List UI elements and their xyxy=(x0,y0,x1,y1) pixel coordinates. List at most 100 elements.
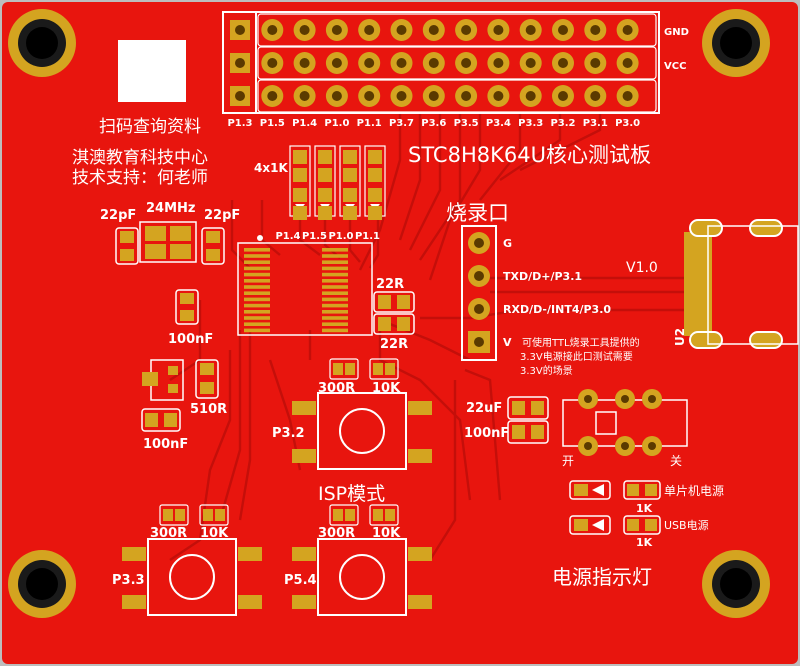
mcu-pin xyxy=(322,303,348,308)
button-pad xyxy=(292,595,316,609)
rarray-pad xyxy=(318,206,332,220)
b1-r1-label: 300R xyxy=(150,526,187,541)
header-drill xyxy=(331,58,342,68)
port-note-2: 3.3V电源接此口测试需要 xyxy=(520,350,633,363)
rarray-pin-label: P1.1 xyxy=(355,231,380,242)
button-cap xyxy=(339,408,385,454)
header-drill xyxy=(299,25,310,35)
header-pin-label: P3.1 xyxy=(583,118,608,129)
button-p54[interactable] xyxy=(292,504,432,616)
led-usb-label: USB电源 xyxy=(664,518,709,532)
rarray-pad xyxy=(293,188,307,202)
button-pad xyxy=(408,449,432,463)
cap-left-label: 22pF xyxy=(100,208,136,223)
board-title: STC8H8K64U核心测试板 xyxy=(408,143,651,167)
header-drill xyxy=(558,91,568,101)
button-p33[interactable] xyxy=(122,504,262,616)
button-isp[interactable] xyxy=(292,358,432,470)
mcu-pin xyxy=(244,266,270,271)
button-r1-pad xyxy=(163,509,173,521)
rarray-pin-label: P1.5 xyxy=(302,231,327,242)
button-r2-pad xyxy=(203,509,213,521)
rarray-pad xyxy=(368,150,382,164)
button-r1-outline xyxy=(159,504,189,526)
header-drill xyxy=(558,25,568,35)
rarray-pin-label: P1.0 xyxy=(328,231,353,242)
rarray-pad xyxy=(368,188,382,202)
button-r1-pad xyxy=(333,363,343,375)
mcu-pin xyxy=(322,254,348,258)
usb-connector xyxy=(684,219,799,349)
led-mcu-res-label: 1K xyxy=(636,502,653,515)
mcu-chip xyxy=(237,235,373,336)
led-title: 电源指示灯 xyxy=(552,565,652,589)
resistor-22r-a-label: 22R xyxy=(376,277,404,292)
header-drill xyxy=(461,58,472,68)
regulator xyxy=(142,359,184,401)
mcu-pin xyxy=(244,310,270,314)
rarray-pad xyxy=(368,168,382,182)
isp-button-label: P3.2 xyxy=(272,426,305,441)
led-usb-res-label: 1K xyxy=(636,536,653,549)
cap-100nf-2-label: 100nF xyxy=(143,437,188,452)
header-drill xyxy=(558,58,568,68)
rarray-pad xyxy=(343,150,357,164)
button-r1-pad xyxy=(333,509,343,521)
port-note-3: 3.3V的场景 xyxy=(520,364,573,377)
mcu-pin xyxy=(244,248,270,252)
cap-22uf-label: 22uF xyxy=(466,401,502,416)
button-r2-outline xyxy=(199,504,229,526)
traces xyxy=(169,112,690,561)
rarray-pad xyxy=(293,150,307,164)
header-drill xyxy=(622,91,633,101)
resistor-510r xyxy=(195,359,219,399)
board-version: V1.0 xyxy=(626,260,658,276)
resistor-510r-label: 510R xyxy=(190,402,227,417)
resistor-array-label: 4x1K xyxy=(254,161,288,175)
crystal-label: 24MHz xyxy=(146,201,195,216)
header-drill xyxy=(267,58,278,68)
rarray-pad xyxy=(343,206,357,220)
header-row-gnd: GND xyxy=(664,27,689,38)
port-note-1: 可使用TTL烧录工具提供的 xyxy=(522,336,640,349)
rarray-pad xyxy=(318,168,332,182)
header-drill xyxy=(590,91,601,101)
header-drill xyxy=(428,58,439,68)
rarray-pad xyxy=(343,188,357,202)
header-drill xyxy=(396,25,407,35)
rarray-pad xyxy=(368,206,382,220)
header-drill xyxy=(525,91,536,101)
program-port-header xyxy=(461,225,497,361)
header-drill xyxy=(590,58,601,68)
header-pin-label: P1.1 xyxy=(357,118,382,129)
b2-button-label: P5.4 xyxy=(284,573,317,588)
mcu-pin xyxy=(244,297,270,302)
resistor-22r-a xyxy=(373,291,415,313)
led-usb-resistor xyxy=(623,515,661,535)
cap-100nf-1-label: 100nF xyxy=(168,332,213,347)
rarray-pad xyxy=(318,188,332,202)
header-drill xyxy=(622,58,633,68)
button-r1-outline xyxy=(329,358,359,380)
mcu-pin xyxy=(244,328,270,333)
cap-left xyxy=(115,227,139,265)
mcu-pin xyxy=(322,266,348,271)
mcu-pin xyxy=(322,310,348,314)
header-drill xyxy=(331,25,342,35)
power-switch[interactable] xyxy=(562,389,688,456)
header-row-outline xyxy=(257,13,657,47)
mcu-pin xyxy=(244,291,270,295)
header-drill xyxy=(396,58,407,68)
mounting-hole-tl xyxy=(8,9,76,77)
led-mcu xyxy=(569,480,611,500)
button-r2-outline xyxy=(369,358,399,380)
header-pin-label: P3.6 xyxy=(421,118,446,129)
cap-100nf-2 xyxy=(141,408,181,432)
led-mcu-label: 单片机电源 xyxy=(664,484,724,498)
isp-r2-label: 10K xyxy=(372,381,401,396)
mcu-pin xyxy=(322,297,348,302)
button-r1-outline xyxy=(329,504,359,526)
cap-right-label: 22pF xyxy=(204,208,240,223)
